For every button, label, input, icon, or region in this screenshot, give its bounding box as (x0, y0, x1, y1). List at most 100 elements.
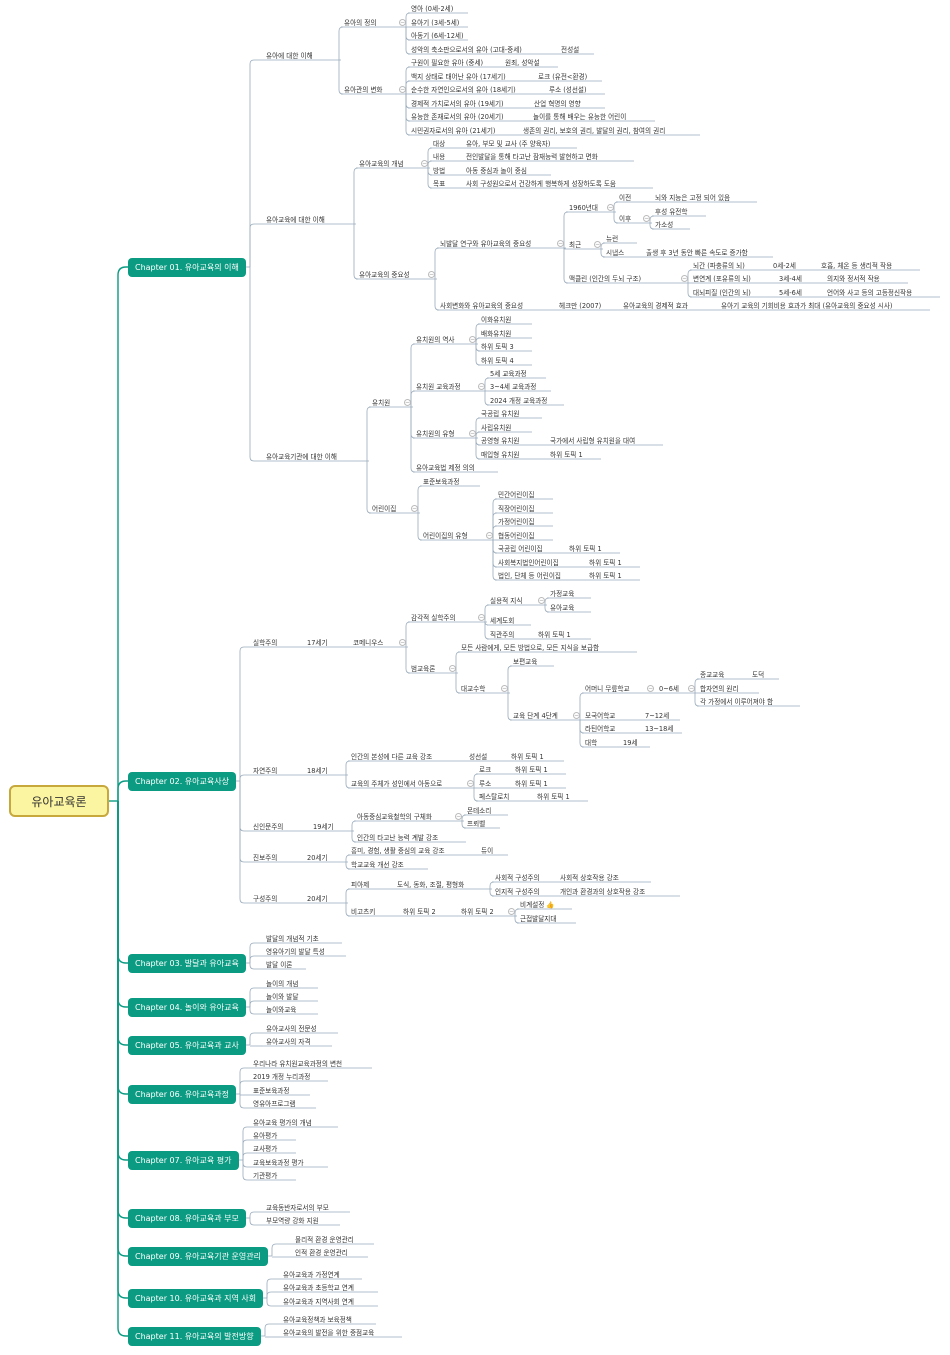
collapse-toggle-icon[interactable]: − (486, 532, 493, 539)
mindmap-node[interactable]: 18세기 (307, 767, 328, 775)
mindmap-node[interactable]: 교육 단계 4단계 (513, 712, 558, 720)
mindmap-node[interactable]: 변연계 (포유류의 뇌) (693, 275, 751, 283)
mindmap-node[interactable]: 0~6세 (659, 685, 679, 693)
mindmap-node[interactable]: 페스탈로치 (479, 793, 510, 801)
collapse-toggle-icon[interactable]: − (643, 215, 650, 222)
mindmap-node[interactable]: 시냅스 (606, 249, 625, 257)
mindmap-node[interactable]: 진보주의 (253, 854, 278, 862)
mindmap-node[interactable]: 놀이의 개념 (266, 980, 299, 988)
mindmap-node[interactable]: 하위 토픽 1 (589, 559, 622, 567)
mindmap-node[interactable]: 비계설정 👍 (520, 901, 555, 909)
mindmap-node[interactable]: 3~4세 교육과정 (490, 383, 537, 391)
collapse-toggle-icon[interactable]: − (469, 336, 476, 343)
mindmap-node[interactable]: 2019 개정 누리과정 (253, 1073, 311, 1081)
mindmap-node[interactable]: 공영형 유치원 (481, 437, 520, 445)
mindmap-node[interactable]: 이화유치원 (481, 316, 512, 324)
collapse-toggle-icon[interactable]: − (469, 430, 476, 437)
mindmap-node[interactable]: 합자연의 원리 (700, 685, 739, 693)
mindmap-node[interactable]: 피아제 (351, 881, 370, 889)
collapse-toggle-icon[interactable]: − (399, 86, 406, 93)
mindmap-node[interactable]: 놀이와교육 (266, 1006, 297, 1014)
collapse-toggle-icon[interactable]: − (411, 505, 418, 512)
mindmap-node[interactable]: 뉴런 (606, 235, 619, 243)
mindmap-node[interactable]: 신인문주의 (253, 823, 284, 831)
mindmap-node[interactable]: 호흡, 체온 등 생리적 작용 (821, 262, 893, 270)
mindmap-node[interactable]: 구성주의 (253, 895, 278, 903)
mindmap-node[interactable]: 하위 토픽 4 (481, 357, 514, 365)
mindmap-node[interactable]: 하위 토픽 1 (569, 545, 602, 553)
mindmap-node[interactable]: 1960년대 (569, 204, 598, 212)
mindmap-node[interactable]: 개인과 환경과의 상호작용 강조 (560, 888, 646, 896)
mindmap-node[interactable]: 자연주의 (253, 767, 278, 775)
mindmap-node[interactable]: 도식, 동화, 조절, 평형화 (397, 881, 465, 889)
mindmap-node[interactable]: 의지와 정서적 작용 (827, 275, 880, 283)
mindmap-node[interactable]: 아동기 (6세-12세) (411, 32, 464, 40)
mindmap-node[interactable]: 백지 상태로 태어난 유아 (17세기) (411, 73, 506, 81)
mindmap-node[interactable]: 몬테소리 (467, 807, 492, 815)
mindmap-node[interactable]: 유아의 정의 (344, 19, 377, 27)
mindmap-node[interactable]: 로크 (479, 766, 492, 774)
mindmap-node[interactable]: 직장어린이집 (498, 505, 535, 513)
mindmap-node[interactable]: 뇌간 (파충류의 뇌) (693, 262, 745, 270)
mindmap-node[interactable]: 내용 (433, 153, 446, 161)
mindmap-node[interactable]: 7~12세 (645, 712, 670, 720)
mindmap-node[interactable]: 이전 (619, 194, 632, 202)
mindmap-node[interactable]: 하위 토픽 1 (511, 753, 544, 761)
mindmap-node[interactable]: 유아에 대한 이해 (266, 52, 313, 60)
mindmap-node[interactable]: 교육보육과정 평가 (253, 1159, 304, 1167)
mindmap-node[interactable]: 보편교육 (513, 658, 538, 666)
mindmap-node[interactable]: 라틴어학교 (585, 725, 616, 733)
mindmap-node[interactable]: 유아, 부모 및 교사 (주 양육자) (466, 140, 551, 148)
mindmap-node[interactable]: 13~18세 (645, 725, 674, 733)
mindmap-node[interactable]: 유아교육 (550, 604, 575, 612)
mindmap-node[interactable]: 하위 토픽 2 (461, 908, 494, 916)
mindmap-node[interactable]: 발달의 개념적 기초 (266, 935, 319, 943)
mindmap-node[interactable]: 유아교육법 제정 의의 (416, 464, 475, 472)
collapse-toggle-icon[interactable]: − (681, 275, 688, 282)
chapter-4-topic[interactable]: Chapter 04. 놀이와 유아교육 (128, 998, 246, 1017)
mindmap-node[interactable]: 19세기 (313, 823, 334, 831)
mindmap-node[interactable]: 유아교육의 발전을 위한 중점교육 (283, 1329, 375, 1337)
mindmap-node[interactable]: 듀이 (481, 847, 494, 855)
mindmap-node[interactable]: 사회변화와 유아교육의 중요성 (440, 302, 524, 310)
mindmap-node[interactable]: 학교교육 개선 강조 (351, 861, 404, 869)
mindmap-node[interactable]: 가정어린이집 (498, 518, 535, 526)
mindmap-node[interactable]: 하위 토픽 1 (515, 780, 548, 788)
mindmap-node[interactable]: 유아교육에 대한 이해 (266, 216, 325, 224)
mindmap-node[interactable]: 20세기 (307, 854, 328, 862)
mindmap-node[interactable]: 대학 (585, 739, 598, 747)
mindmap-node[interactable]: 인간의 타고난 능력 계발 강조 (357, 834, 439, 842)
mindmap-node[interactable]: 이후 (619, 215, 632, 223)
mindmap-node[interactable]: 유아교육과 지역사회 연계 (283, 1298, 354, 1306)
mindmap-node[interactable]: 언어와 사고 등의 고등정신작용 (827, 289, 913, 297)
mindmap-node[interactable]: 놀이와 발달 (266, 993, 299, 1001)
mindmap-node[interactable]: 유아관의 변화 (344, 86, 383, 94)
mindmap-node[interactable]: 어린이집의 유형 (423, 532, 468, 540)
mindmap-node[interactable]: 하위 토픽 3 (481, 343, 514, 351)
root-topic[interactable]: 유아교육론 (9, 785, 109, 817)
mindmap-node[interactable]: 흥미, 경험, 생활 중심의 교육 강조 (351, 847, 445, 855)
mindmap-node[interactable]: 모든 사람에게, 모든 방법으로, 모든 지식을 보급함 (461, 644, 600, 652)
collapse-toggle-icon[interactable]: − (478, 614, 485, 621)
mindmap-node[interactable]: 유아기 (3세-5세) (411, 19, 460, 27)
mindmap-node[interactable]: 목표 (433, 180, 446, 188)
mindmap-node[interactable]: 루소 (479, 780, 492, 788)
mindmap-node[interactable]: 유능한 존재로서의 유아 (20세기) (411, 113, 504, 121)
mindmap-node[interactable]: 유아기 교육의 기회비용 효과가 최대 (유아교육의 중요성 시사) (721, 302, 893, 310)
mindmap-node[interactable]: 영유아기의 발달 특성 (266, 948, 325, 956)
mindmap-node[interactable]: 각 가정에서 이루어져야 함 (700, 698, 774, 706)
mindmap-node[interactable]: 대상 (433, 140, 446, 148)
mindmap-node[interactable]: 하위 토픽 1 (538, 631, 571, 639)
mindmap-node[interactable]: 유아교육과 초등학교 연계 (283, 1284, 354, 1292)
mindmap-node[interactable]: 하위 토픽 1 (550, 451, 583, 459)
mindmap-node[interactable]: 종교교육 (700, 671, 725, 679)
mindmap-node[interactable]: 생존의 권리, 보호의 권리, 발달의 권리, 참여의 권리 (523, 127, 666, 135)
collapse-toggle-icon[interactable]: − (607, 204, 614, 211)
collapse-toggle-icon[interactable]: − (467, 780, 474, 787)
mindmap-node[interactable]: 5세 교육과정 (490, 370, 527, 378)
mindmap-node[interactable]: 유아교육과 가정연계 (283, 1271, 340, 1279)
mindmap-node[interactable]: 출생 후 3년 동안 빠른 속도로 증가함 (646, 249, 748, 257)
mindmap-node[interactable]: 교사평가 (253, 1145, 278, 1153)
mindmap-node[interactable]: 최근 (569, 241, 582, 249)
mindmap-node[interactable]: 교육의 주체가 성인에서 아동으로 (351, 780, 443, 788)
